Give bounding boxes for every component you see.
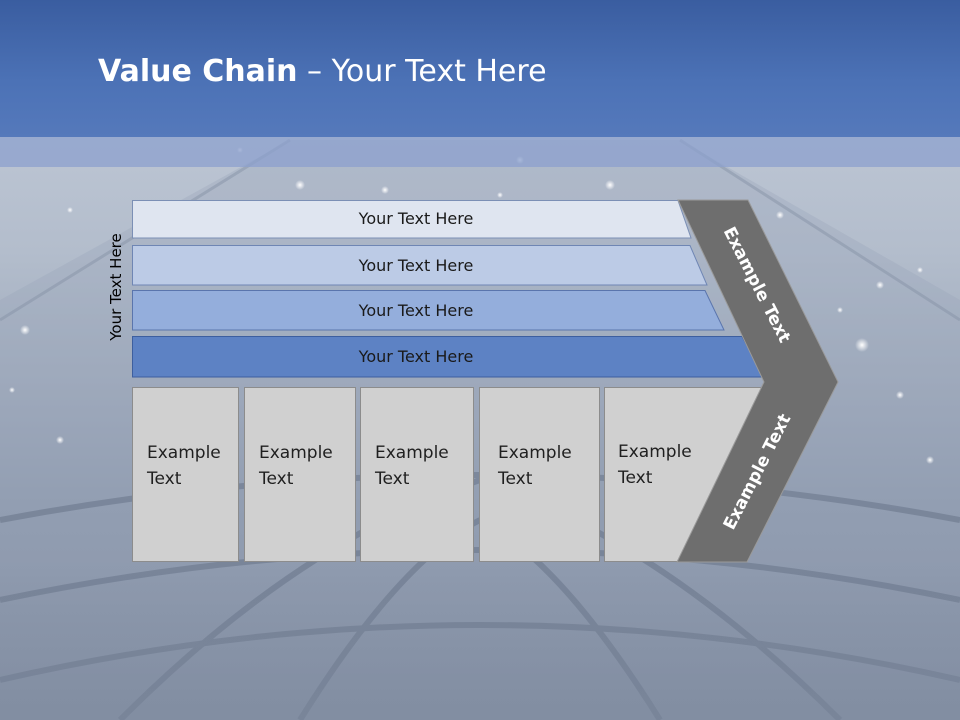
activity-box-2-line2: Text: [259, 469, 294, 489]
activity-box-4-line1: Example: [498, 443, 572, 463]
support-bar-2-label: Your Text Here: [358, 256, 474, 275]
activity-box-5-line2: Text: [618, 468, 653, 488]
activity-box-1-line1: Example: [147, 443, 221, 463]
activity-box-2-line1: Example: [259, 443, 333, 463]
slide-title-bold: Value Chain: [98, 54, 298, 89]
title-banner-stripe: [0, 137, 960, 167]
support-bar-4-label: Your Text Here: [358, 347, 474, 366]
support-bar-1-label: Your Text Here: [358, 209, 474, 228]
title-banner: [0, 0, 960, 137]
activity-box-4-line2: Text: [498, 469, 533, 489]
slide-title-rest: – Your Text Here: [297, 54, 547, 89]
activity-box-3-line2: Text: [375, 469, 410, 489]
activity-box-1-line2: Text: [147, 469, 182, 489]
reflection-fade: [0, 562, 960, 720]
slide-title: Value Chain – Your Text Here: [98, 54, 547, 89]
activity-box-3-line1: Example: [375, 443, 449, 463]
support-bar-3-shape: [132, 290, 725, 331]
support-bar-2-shape: [132, 245, 708, 286]
activity-box-5-line1: Example: [618, 442, 692, 462]
support-bar-3-label: Your Text Here: [358, 301, 474, 320]
support-bar-1-shape: [132, 200, 692, 239]
